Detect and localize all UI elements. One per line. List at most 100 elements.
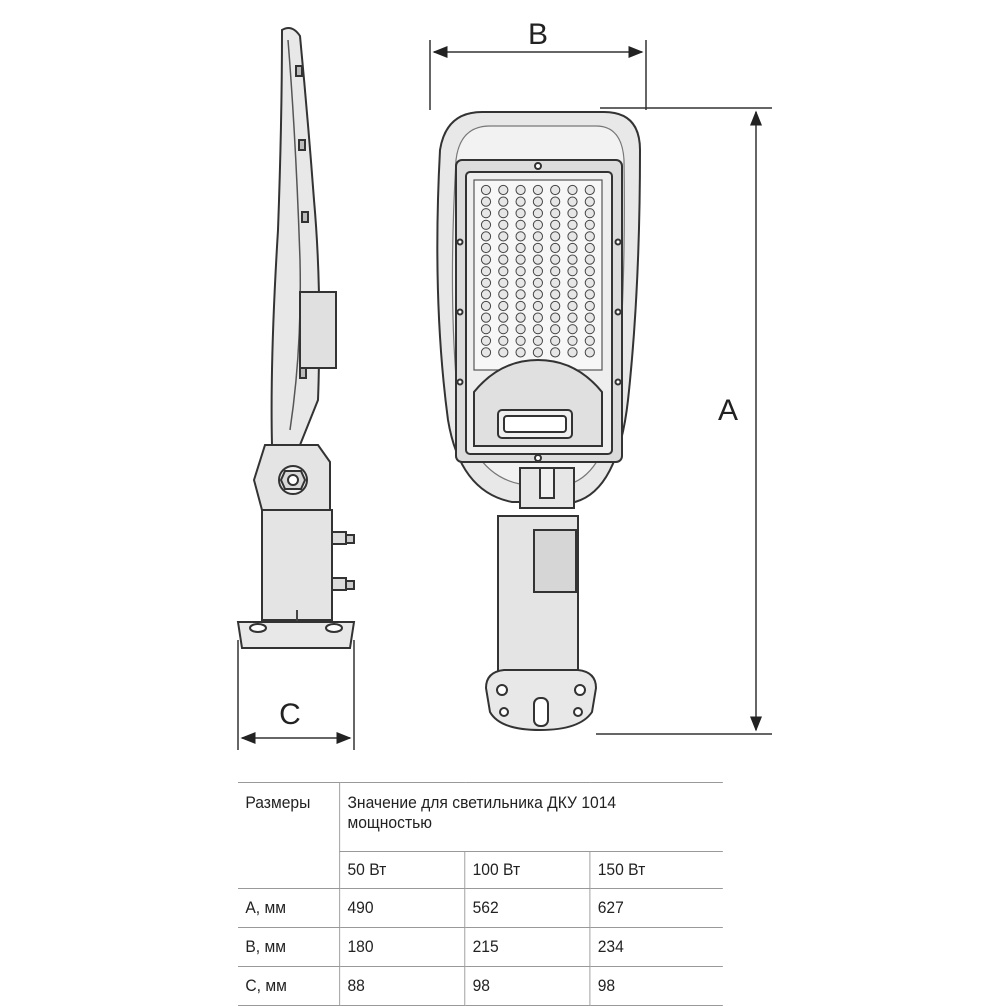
dimension-b <box>429 40 647 110</box>
led-dot <box>584 184 595 196</box>
led-dot <box>550 266 561 277</box>
led-dot <box>567 266 578 277</box>
table-row: C, мм 88 98 98 <box>238 966 723 1006</box>
led-dot <box>515 312 526 323</box>
table-power-row: 50 Вт 100 Вт 150 Вт <box>238 851 723 889</box>
led-array <box>480 184 595 358</box>
led-dot <box>498 196 509 207</box>
led-dot <box>480 196 492 207</box>
led-dot <box>550 208 561 219</box>
led-dot <box>498 335 509 346</box>
led-dot <box>567 196 578 207</box>
led-dot <box>480 289 492 300</box>
led-dot <box>480 347 492 358</box>
front-view <box>436 111 642 732</box>
led-dot <box>480 312 492 323</box>
led-dot <box>532 347 544 358</box>
led-dot <box>532 219 544 230</box>
table-cell: 562 <box>464 888 590 928</box>
led-dot <box>532 231 544 242</box>
led-dot <box>584 254 595 265</box>
led-dot <box>498 254 509 265</box>
led-dot <box>567 242 578 254</box>
led-dot <box>567 324 578 335</box>
dimension-b-label: B <box>528 18 548 51</box>
led-dot <box>550 242 561 254</box>
dimension-a-label: A <box>718 394 738 427</box>
row-label: B, мм <box>238 927 340 967</box>
led-dot <box>498 242 509 254</box>
led-dot <box>532 242 544 254</box>
led-dot <box>498 312 509 323</box>
led-dot <box>498 324 509 335</box>
led-dot <box>584 277 595 288</box>
power-column-header: 150 Вт <box>589 851 723 889</box>
led-dot <box>584 312 595 323</box>
luminaire-drawing: C <box>236 18 772 750</box>
led-dot <box>480 242 492 254</box>
led-dot <box>567 231 578 242</box>
led-dot <box>550 231 561 242</box>
led-dot <box>480 231 492 242</box>
led-dot <box>515 254 526 265</box>
led-dot <box>515 277 526 288</box>
led-dot <box>498 219 509 230</box>
led-dot <box>515 289 526 300</box>
led-dot <box>498 300 509 312</box>
table-cell: 215 <box>464 927 590 967</box>
led-dot <box>567 208 578 219</box>
led-dot <box>584 347 595 358</box>
led-dot <box>567 184 578 196</box>
led-dot <box>532 300 544 312</box>
led-dot <box>480 324 492 335</box>
led-dot <box>480 266 492 277</box>
led-dot <box>498 184 509 196</box>
led-dot <box>515 242 526 254</box>
led-dot <box>584 324 595 335</box>
led-dot <box>550 184 561 196</box>
led-dot <box>550 254 561 265</box>
led-dot <box>498 289 509 300</box>
led-dot <box>550 335 561 346</box>
led-dot <box>480 208 492 219</box>
led-dot <box>498 208 509 219</box>
dimension-c <box>237 640 355 750</box>
led-dot <box>515 219 526 230</box>
led-dot <box>584 289 595 300</box>
side-view <box>236 27 356 649</box>
led-dot <box>480 300 492 312</box>
led-dot <box>532 208 544 219</box>
led-dot <box>532 277 544 288</box>
led-dot <box>567 289 578 300</box>
led-dot <box>480 335 492 346</box>
led-dot <box>515 335 526 346</box>
led-dot <box>480 219 492 230</box>
table-cell: 234 <box>589 927 723 967</box>
led-dot <box>532 335 544 346</box>
led-dot <box>550 300 561 312</box>
led-dot <box>584 208 595 219</box>
led-dot <box>584 242 595 254</box>
led-dot <box>498 231 509 242</box>
led-dot <box>532 324 544 335</box>
table-cell: 490 <box>339 888 465 928</box>
led-dot <box>498 266 509 277</box>
table-cell: 98 <box>589 966 723 1006</box>
table-group-header-line1: Значение для светильника ДКУ 1014 <box>347 793 617 812</box>
led-dot <box>550 324 561 335</box>
led-dot <box>584 219 595 230</box>
led-dot <box>567 254 578 265</box>
power-column-header: 50 Вт <box>339 851 465 889</box>
led-dot <box>532 266 544 277</box>
led-dot <box>584 335 595 346</box>
led-dot <box>532 196 544 207</box>
led-dot <box>550 312 561 323</box>
row-label: C, мм <box>238 966 340 1006</box>
led-dot <box>515 231 526 242</box>
led-dot <box>515 208 526 219</box>
led-dot <box>567 219 578 230</box>
led-dot <box>480 254 492 265</box>
row-label: A, мм <box>238 888 340 928</box>
led-dot <box>515 324 526 335</box>
